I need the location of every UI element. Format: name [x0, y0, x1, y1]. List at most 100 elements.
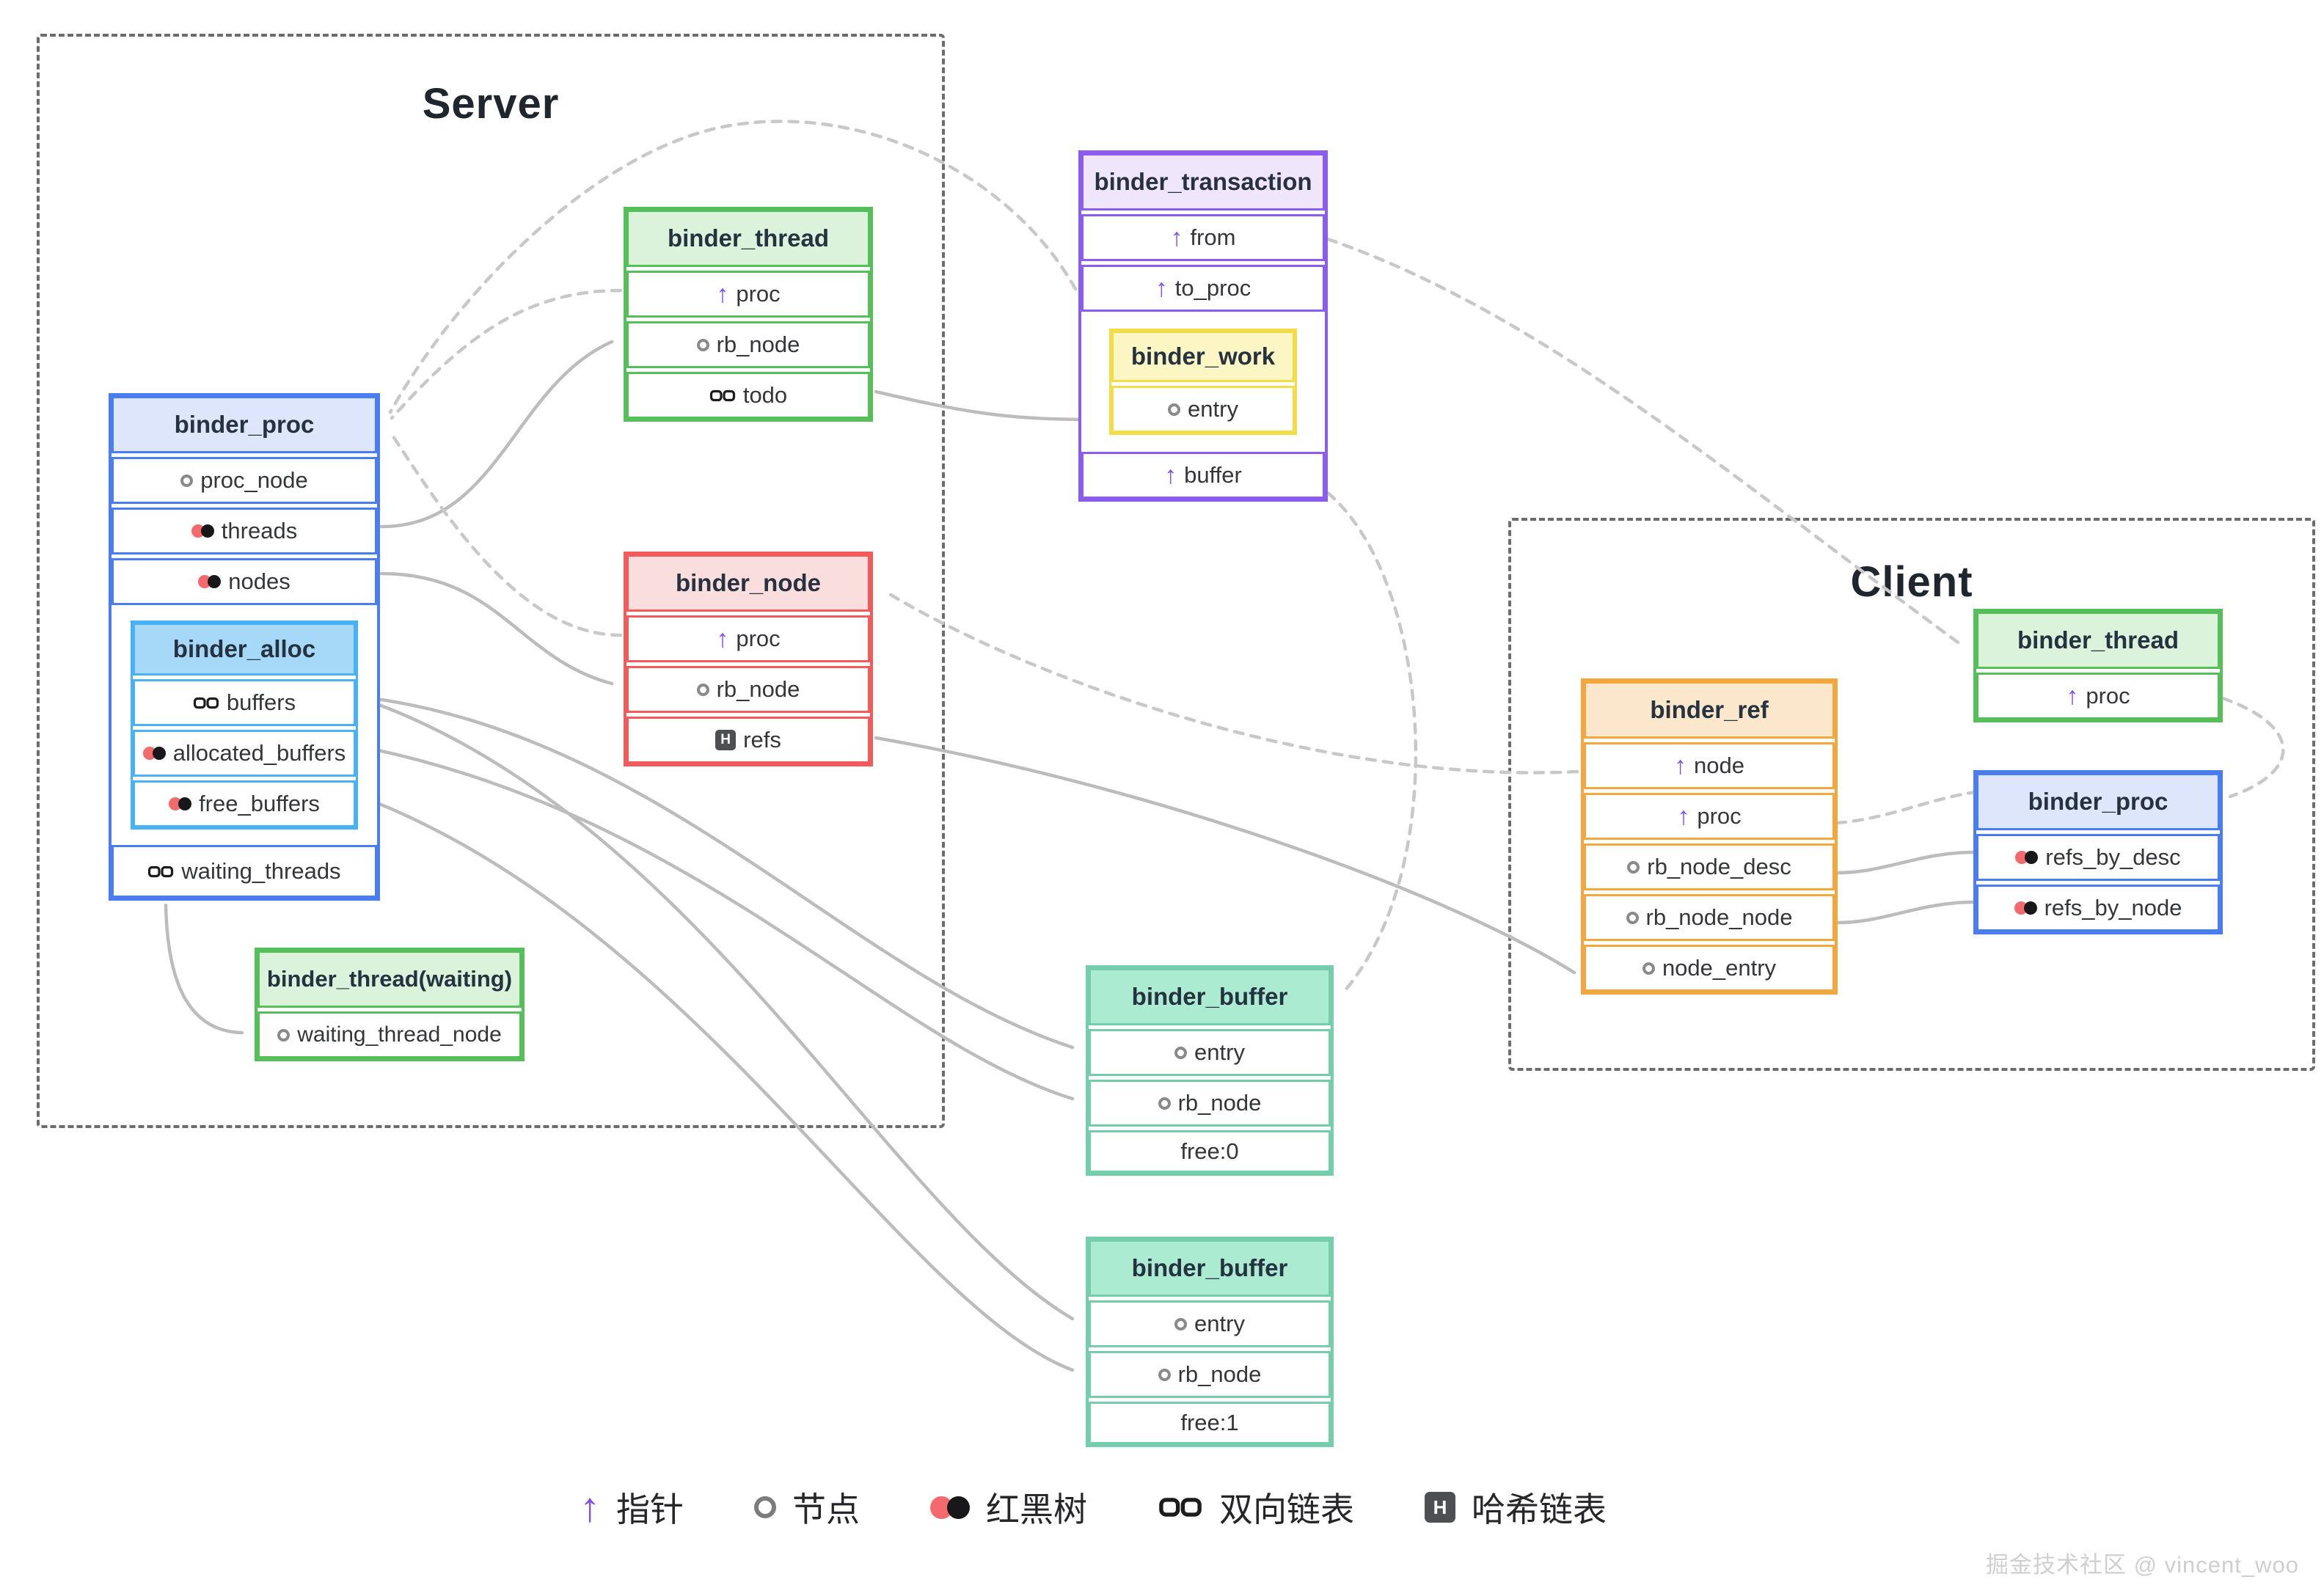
client-group-title: Client: [1850, 558, 1973, 606]
edge-threads-to-thread-rbnode: [379, 340, 614, 529]
field-label: proc: [736, 626, 781, 651]
field-waiting-thread-node: waiting_thread_node: [257, 1011, 522, 1058]
field-proc: ↑ proc: [626, 271, 870, 318]
pointer-icon: ↑: [1677, 802, 1690, 830]
binder-alloc-slot: binder_alloc buffers allocated_buffers f…: [112, 609, 377, 841]
field-entry: entry: [1111, 386, 1295, 433]
box-title: binder_alloc: [133, 623, 356, 676]
box-binder-work: binder_work entry: [1109, 329, 1297, 435]
legend-label: 指针: [616, 1490, 684, 1529]
field-label: nodes: [228, 568, 290, 594]
node-icon: [1626, 911, 1639, 924]
field-label: refs_by_desc: [2045, 844, 2181, 870]
box-title: binder_thread: [626, 210, 870, 267]
edge-ref-node-to-node: [883, 589, 1579, 775]
edge-thread-proc-to-proc: [390, 288, 623, 420]
field-waiting-threads: waiting_threads: [112, 845, 377, 898]
field-label: rb_node: [716, 332, 800, 357]
field-allocated-buffers: allocated_buffers: [133, 730, 356, 777]
field-proc-node: proc_node: [112, 457, 377, 504]
box-title: binder_transaction: [1081, 153, 1325, 211]
field-label: entry: [1194, 1311, 1245, 1336]
field-label: threads: [221, 518, 298, 543]
pointer-icon: ↑: [716, 280, 729, 308]
pointer-icon: ↑: [1674, 752, 1687, 780]
pointer-icon: ↑: [580, 1484, 600, 1530]
box-binder-thread-client: binder_thread ↑ proc: [1973, 609, 2223, 722]
field-label: buffer: [1184, 462, 1242, 488]
field-label: refs: [743, 727, 781, 753]
pointer-icon: ↑: [1170, 224, 1183, 252]
doubly-linked-list-icon: [193, 696, 219, 710]
server-group-frame: Server: [37, 34, 945, 1128]
doubly-linked-list-icon: [709, 389, 736, 403]
field-rb-node: rb_node: [626, 666, 870, 713]
field-proc: ↑ proc: [626, 615, 870, 662]
watermark: 掘金技术社区 @ vincent_woo: [1985, 1552, 2299, 1578]
field-entry: entry: [1089, 1029, 1331, 1076]
binder-work-slot: binder_work entry: [1081, 315, 1325, 448]
field-label: node_entry: [1662, 955, 1777, 981]
field-rb-node: rb_node: [1089, 1351, 1331, 1398]
field-free-flag: free:1: [1089, 1402, 1331, 1444]
edge-transaction-toproc-to-proc: [388, 120, 1078, 414]
node-icon: [277, 1028, 290, 1042]
edge-nodes-to-node-rbnode: [379, 571, 614, 686]
hash-list-icon: H: [1425, 1492, 1455, 1523]
edge-todo-to-work-entry: [874, 389, 1103, 422]
node-icon: [1174, 1046, 1188, 1059]
field-label: node: [1694, 753, 1744, 778]
box-title: binder_proc: [1976, 773, 2220, 830]
field-label: rb_node_desc: [1647, 854, 1791, 879]
box-title: binder_work: [1111, 331, 1295, 382]
field-label: todo: [742, 382, 788, 408]
doubly-linked-list-icon: [1158, 1496, 1203, 1519]
box-binder-buffer-2: binder_buffer entry rb_node free:1: [1086, 1237, 1334, 1447]
field-label: proc: [2086, 683, 2130, 709]
field-proc: ↑ proc: [1976, 673, 2220, 720]
field-label: waiting_thread_node: [297, 1022, 502, 1047]
field-label: rb_node: [1177, 1090, 1262, 1116]
field-label: rb_node_node: [1645, 904, 1793, 930]
field-refs: H refs: [626, 717, 870, 764]
field-buffers: buffers: [133, 679, 356, 726]
field-todo: todo: [626, 372, 870, 419]
field-proc: ↑ proc: [1584, 793, 1835, 840]
edge-node-proc-to-proc: [390, 432, 623, 637]
field-label: free_buffers: [199, 791, 320, 816]
field-rb-node-node: rb_node_node: [1584, 894, 1835, 941]
red-black-tree-icon: [2015, 851, 2039, 864]
box-title: binder_node: [626, 554, 870, 612]
node-icon: [1158, 1368, 1171, 1381]
field-label: allocated_buffers: [172, 740, 346, 766]
field-free-buffers: free_buffers: [133, 780, 356, 827]
legend: ↑ 指针 节点 红黑树 双向链表 H 哈希链表: [580, 1483, 1607, 1531]
server-group-title: Server: [422, 80, 560, 128]
field-label: waiting_threads: [181, 858, 341, 884]
box-binder-transaction: binder_transaction ↑ from ↑ to_proc bind…: [1078, 150, 1328, 502]
field-label: rb_node: [716, 676, 800, 702]
box-binder-node: binder_node ↑ proc rb_node H refs: [624, 552, 873, 766]
hash-list-icon: H: [715, 730, 737, 750]
red-black-tree-icon: [198, 575, 222, 588]
node-icon: [696, 683, 709, 696]
field-refs-by-node: refs_by_node: [1976, 885, 2220, 931]
box-binder-proc-server: binder_proc proc_node threads nodes bind…: [109, 393, 380, 901]
legend-item-hash: H 哈希链表: [1425, 1483, 1607, 1531]
legend-item-pointer: ↑ 指针: [580, 1483, 684, 1531]
field-node-entry: node_entry: [1584, 945, 1835, 992]
edge-free-buffers-to-buffer2-rbnode: [359, 794, 1075, 1372]
box-title: binder_proc: [112, 396, 377, 453]
field-label: entry: [1188, 396, 1238, 422]
node-icon: [1158, 1097, 1171, 1110]
edge-refs-to-ref-node-entry: [874, 736, 1576, 975]
edge-client-thread-proc-to-client-proc: [2221, 696, 2285, 799]
edge-ref-rbnodenode-to-refs-by-node: [1835, 900, 1976, 925]
client-group-frame: Client: [1508, 518, 2315, 1071]
node-icon: [1642, 962, 1655, 975]
box-binder-thread-server: binder_thread ↑ proc rb_node todo: [624, 207, 873, 422]
legend-label: 红黑树: [986, 1490, 1087, 1529]
red-black-tree-icon: [142, 747, 166, 760]
edge-allocated-buffers-to-buffer1-rbnode: [359, 744, 1075, 1101]
